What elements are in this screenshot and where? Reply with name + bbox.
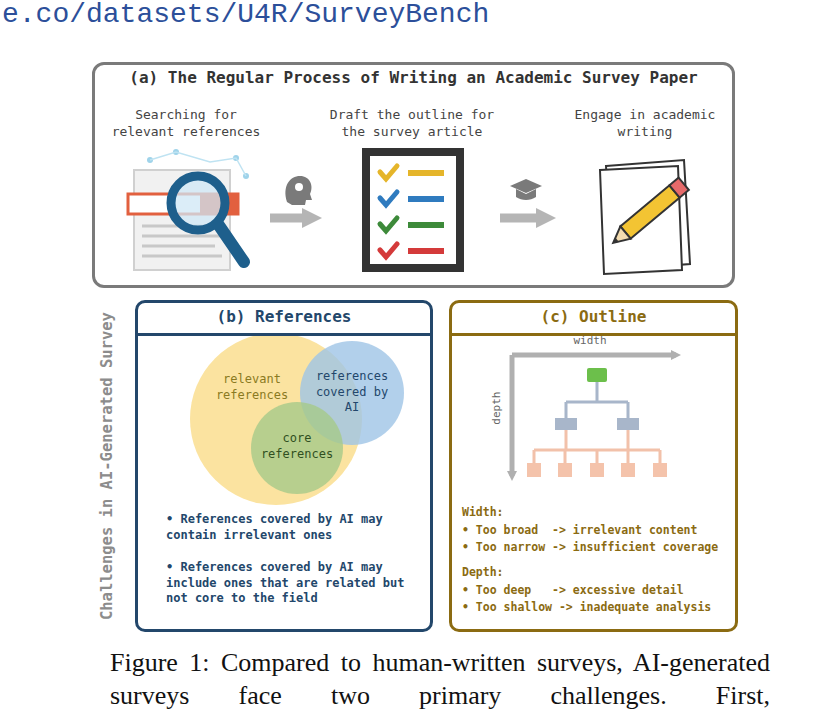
step-text: (a) The Regular Process of Writing an Ac… [95,68,732,89]
venn-label: relevant references [206,372,298,403]
outline-tree [512,355,676,477]
graduation-icon [510,179,542,200]
venn-label: references covered by AI [310,369,394,416]
note-text: Width: [462,505,732,520]
note-text: Depth: [462,565,732,580]
side-label: Challenges in AI-Generated Survey [97,301,117,631]
note-text: • Too narrow -> insufficient coverage [462,540,732,555]
venn-label: core references [255,431,339,462]
circle-fill [251,402,343,494]
flow-arrow [270,214,306,223]
process-step: Engage in academic writing [560,105,730,277]
venn-circle: core references [251,402,343,494]
thinking-icon [285,176,312,205]
figure-caption: Figure 1: Compared to human-written surv… [110,646,770,712]
outline-panel: (c) OutlineWidth: • Too broad -> irreleva… [449,300,738,632]
note-text: • References covered by AI may include o… [166,560,428,607]
panel-heading: (b) References [138,303,430,336]
checklist-illustration [366,152,460,268]
panel-heading: (c) Outline [452,303,735,336]
url-text: e.co/datasets/U4R/SurveyBench [2,0,562,33]
search-illustration [128,149,249,270]
note-text: • Too shallow -> inadequate analysis [462,600,732,615]
note-text: • Too deep -> excessive detail [462,583,732,598]
note-text: • Too broad -> irrelevant content [462,523,732,538]
step-text: Searching for relevant references [104,107,268,141]
references-panel: (b) References • References covered by AI… [135,300,433,632]
step-text: Engage in academic writing [560,107,730,141]
process-step: Searching for relevant references [104,105,268,277]
axis-label: depth [490,388,504,428]
axis-label: width [570,334,610,348]
writing-illustration [600,160,690,274]
step-text: Draft the outline for the survey article [326,107,498,141]
process-panel: (a) The Regular Process of Writing an Ac… [92,62,735,288]
flow-arrow [500,214,540,223]
note-text: • References covered by AI may contain i… [166,512,428,543]
process-step: Draft the outline for the survey article [326,105,498,277]
